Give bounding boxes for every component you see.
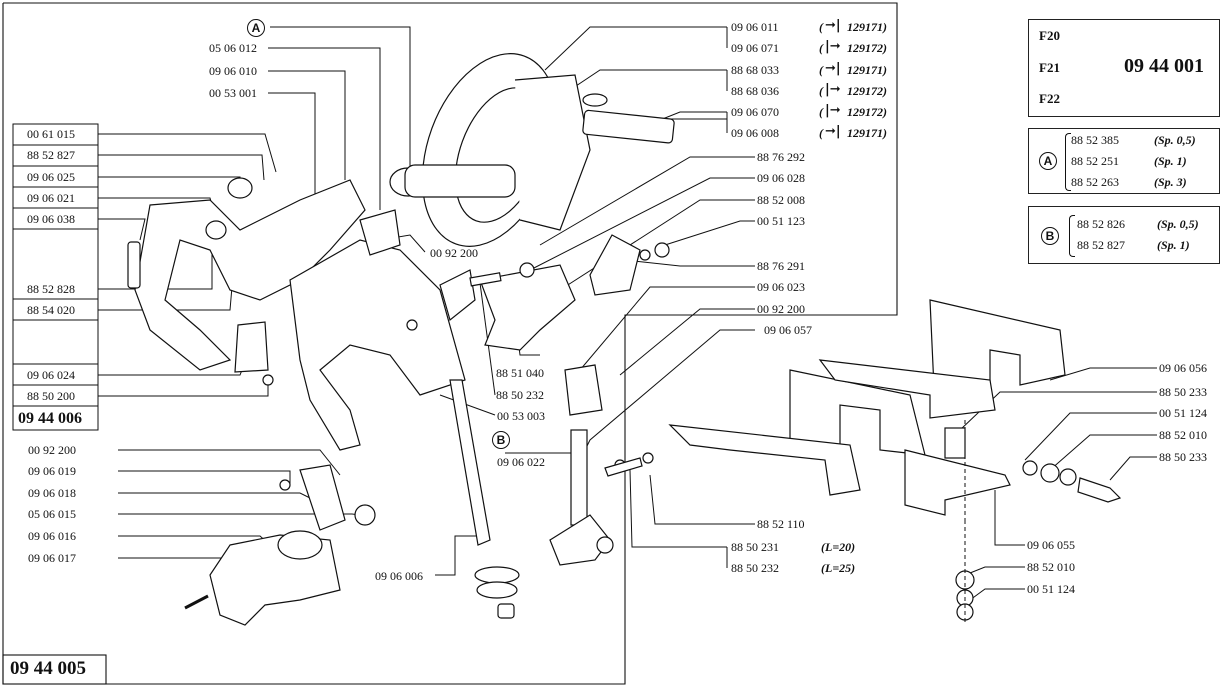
part-label: 09 06 023 bbox=[757, 280, 805, 294]
part-label: 88 50 233 bbox=[1159, 385, 1207, 399]
left-list-item: 88 54 020 bbox=[27, 303, 75, 317]
arrow-start-icon: |➞ bbox=[825, 39, 841, 54]
arrow-stop-icon: ➞| bbox=[825, 18, 841, 33]
part-label: 09 06 019 bbox=[28, 464, 76, 478]
arrow-stop-icon: ➞| bbox=[825, 61, 841, 76]
ref-item-f22: F22 bbox=[1039, 91, 1060, 106]
option-b-code: 88 52 826 bbox=[1077, 217, 1125, 231]
callout-a: A bbox=[247, 19, 265, 37]
part-label: 00 53 003 bbox=[497, 409, 545, 423]
part-label: 09 06 056 bbox=[1159, 361, 1207, 375]
part-label: 88 76 291 bbox=[757, 259, 805, 273]
option-b-letter: B bbox=[1041, 227, 1059, 245]
ref-box: F20 F21 F22 09 44 001 bbox=[1028, 19, 1220, 117]
option-b-spec: (Sp. 1) bbox=[1157, 238, 1190, 252]
option-a-letter: A bbox=[1039, 152, 1057, 170]
option-a-code: 88 52 385 bbox=[1071, 133, 1119, 147]
part-label: 88 52 008 bbox=[757, 193, 805, 207]
option-a-code: 88 52 263 bbox=[1071, 175, 1119, 189]
part-label: 88 52 010 bbox=[1027, 560, 1075, 574]
option-a-box: A 88 52 385 (Sp. 0,5) 88 52 251 (Sp. 1) … bbox=[1028, 128, 1220, 194]
part-label: 00 51 124 bbox=[1159, 406, 1207, 420]
option-a-spec: (Sp. 1) bbox=[1154, 154, 1187, 168]
option-a-code: 88 52 251 bbox=[1071, 154, 1119, 168]
part-label: 00 53 001 bbox=[209, 86, 257, 100]
part-label: 88 76 292 bbox=[757, 150, 805, 164]
part-label: 09 06 057 bbox=[764, 323, 812, 337]
part-label: 09 06 017 bbox=[28, 551, 76, 565]
left-list-item: 88 52 828 bbox=[27, 282, 75, 296]
part-label: 05 06 012 bbox=[209, 41, 257, 55]
arrow-start-icon: |➞ bbox=[825, 82, 841, 97]
part-label: 09 06 028 bbox=[757, 171, 805, 185]
arrow-stop-icon: ➞| bbox=[825, 124, 841, 139]
left-list-item: 88 52 827 bbox=[27, 148, 75, 162]
callout-b: B bbox=[492, 431, 510, 449]
part-label: 09 06 055 bbox=[1027, 538, 1075, 552]
part-label: 88 52 110 bbox=[757, 517, 805, 531]
option-b-spec: (Sp. 0,5) bbox=[1157, 217, 1199, 231]
option-b-box: B 88 52 826 (Sp. 0,5) 88 52 827 (Sp. 1) bbox=[1028, 206, 1220, 264]
option-b-code: 88 52 827 bbox=[1077, 238, 1125, 252]
part-label: 09 06 016 bbox=[28, 529, 76, 543]
left-list-item: 09 06 025 bbox=[27, 170, 75, 184]
part-label: 00 92 200 bbox=[28, 443, 76, 457]
left-list-item: 88 50 200 bbox=[27, 389, 75, 403]
left-list-item: 09 06 038 bbox=[27, 212, 75, 226]
part-label: 88 51 040 bbox=[496, 366, 544, 380]
part-label: 88 50 233 bbox=[1159, 450, 1207, 464]
part-label: 00 51 124 bbox=[1027, 582, 1075, 596]
part-label: 00 92 200 bbox=[430, 246, 478, 260]
part-label: 88 50 232 bbox=[496, 388, 544, 402]
part-label: 00 92 200 bbox=[757, 302, 805, 316]
ref-item-f20: F20 bbox=[1039, 28, 1060, 43]
left-list-item: 00 61 015 bbox=[27, 127, 75, 141]
ref-item-f21: F21 bbox=[1039, 60, 1060, 75]
part-label: 09 06 022 bbox=[497, 455, 545, 469]
part-label: 09 06 018 bbox=[28, 486, 76, 500]
main-assembly-code: 09 44 005 bbox=[10, 658, 86, 679]
part-label: 09 06 010 bbox=[209, 64, 257, 78]
arrow-start-icon: |➞ bbox=[825, 103, 841, 118]
part-label: 00 51 123 bbox=[757, 214, 805, 228]
part-label: 88 52 010 bbox=[1159, 428, 1207, 442]
part-label: 09 06 006 bbox=[375, 569, 423, 583]
left-list-item: 09 06 021 bbox=[27, 191, 75, 205]
sub-assembly-code: 09 44 006 bbox=[18, 410, 82, 427]
left-list-item: 09 06 024 bbox=[27, 368, 75, 382]
option-a-spec: (Sp. 0,5) bbox=[1154, 133, 1196, 147]
ref-box-code: 09 44 001 bbox=[1124, 55, 1204, 77]
part-label: 05 06 015 bbox=[28, 507, 76, 521]
option-a-spec: (Sp. 3) bbox=[1154, 175, 1187, 189]
